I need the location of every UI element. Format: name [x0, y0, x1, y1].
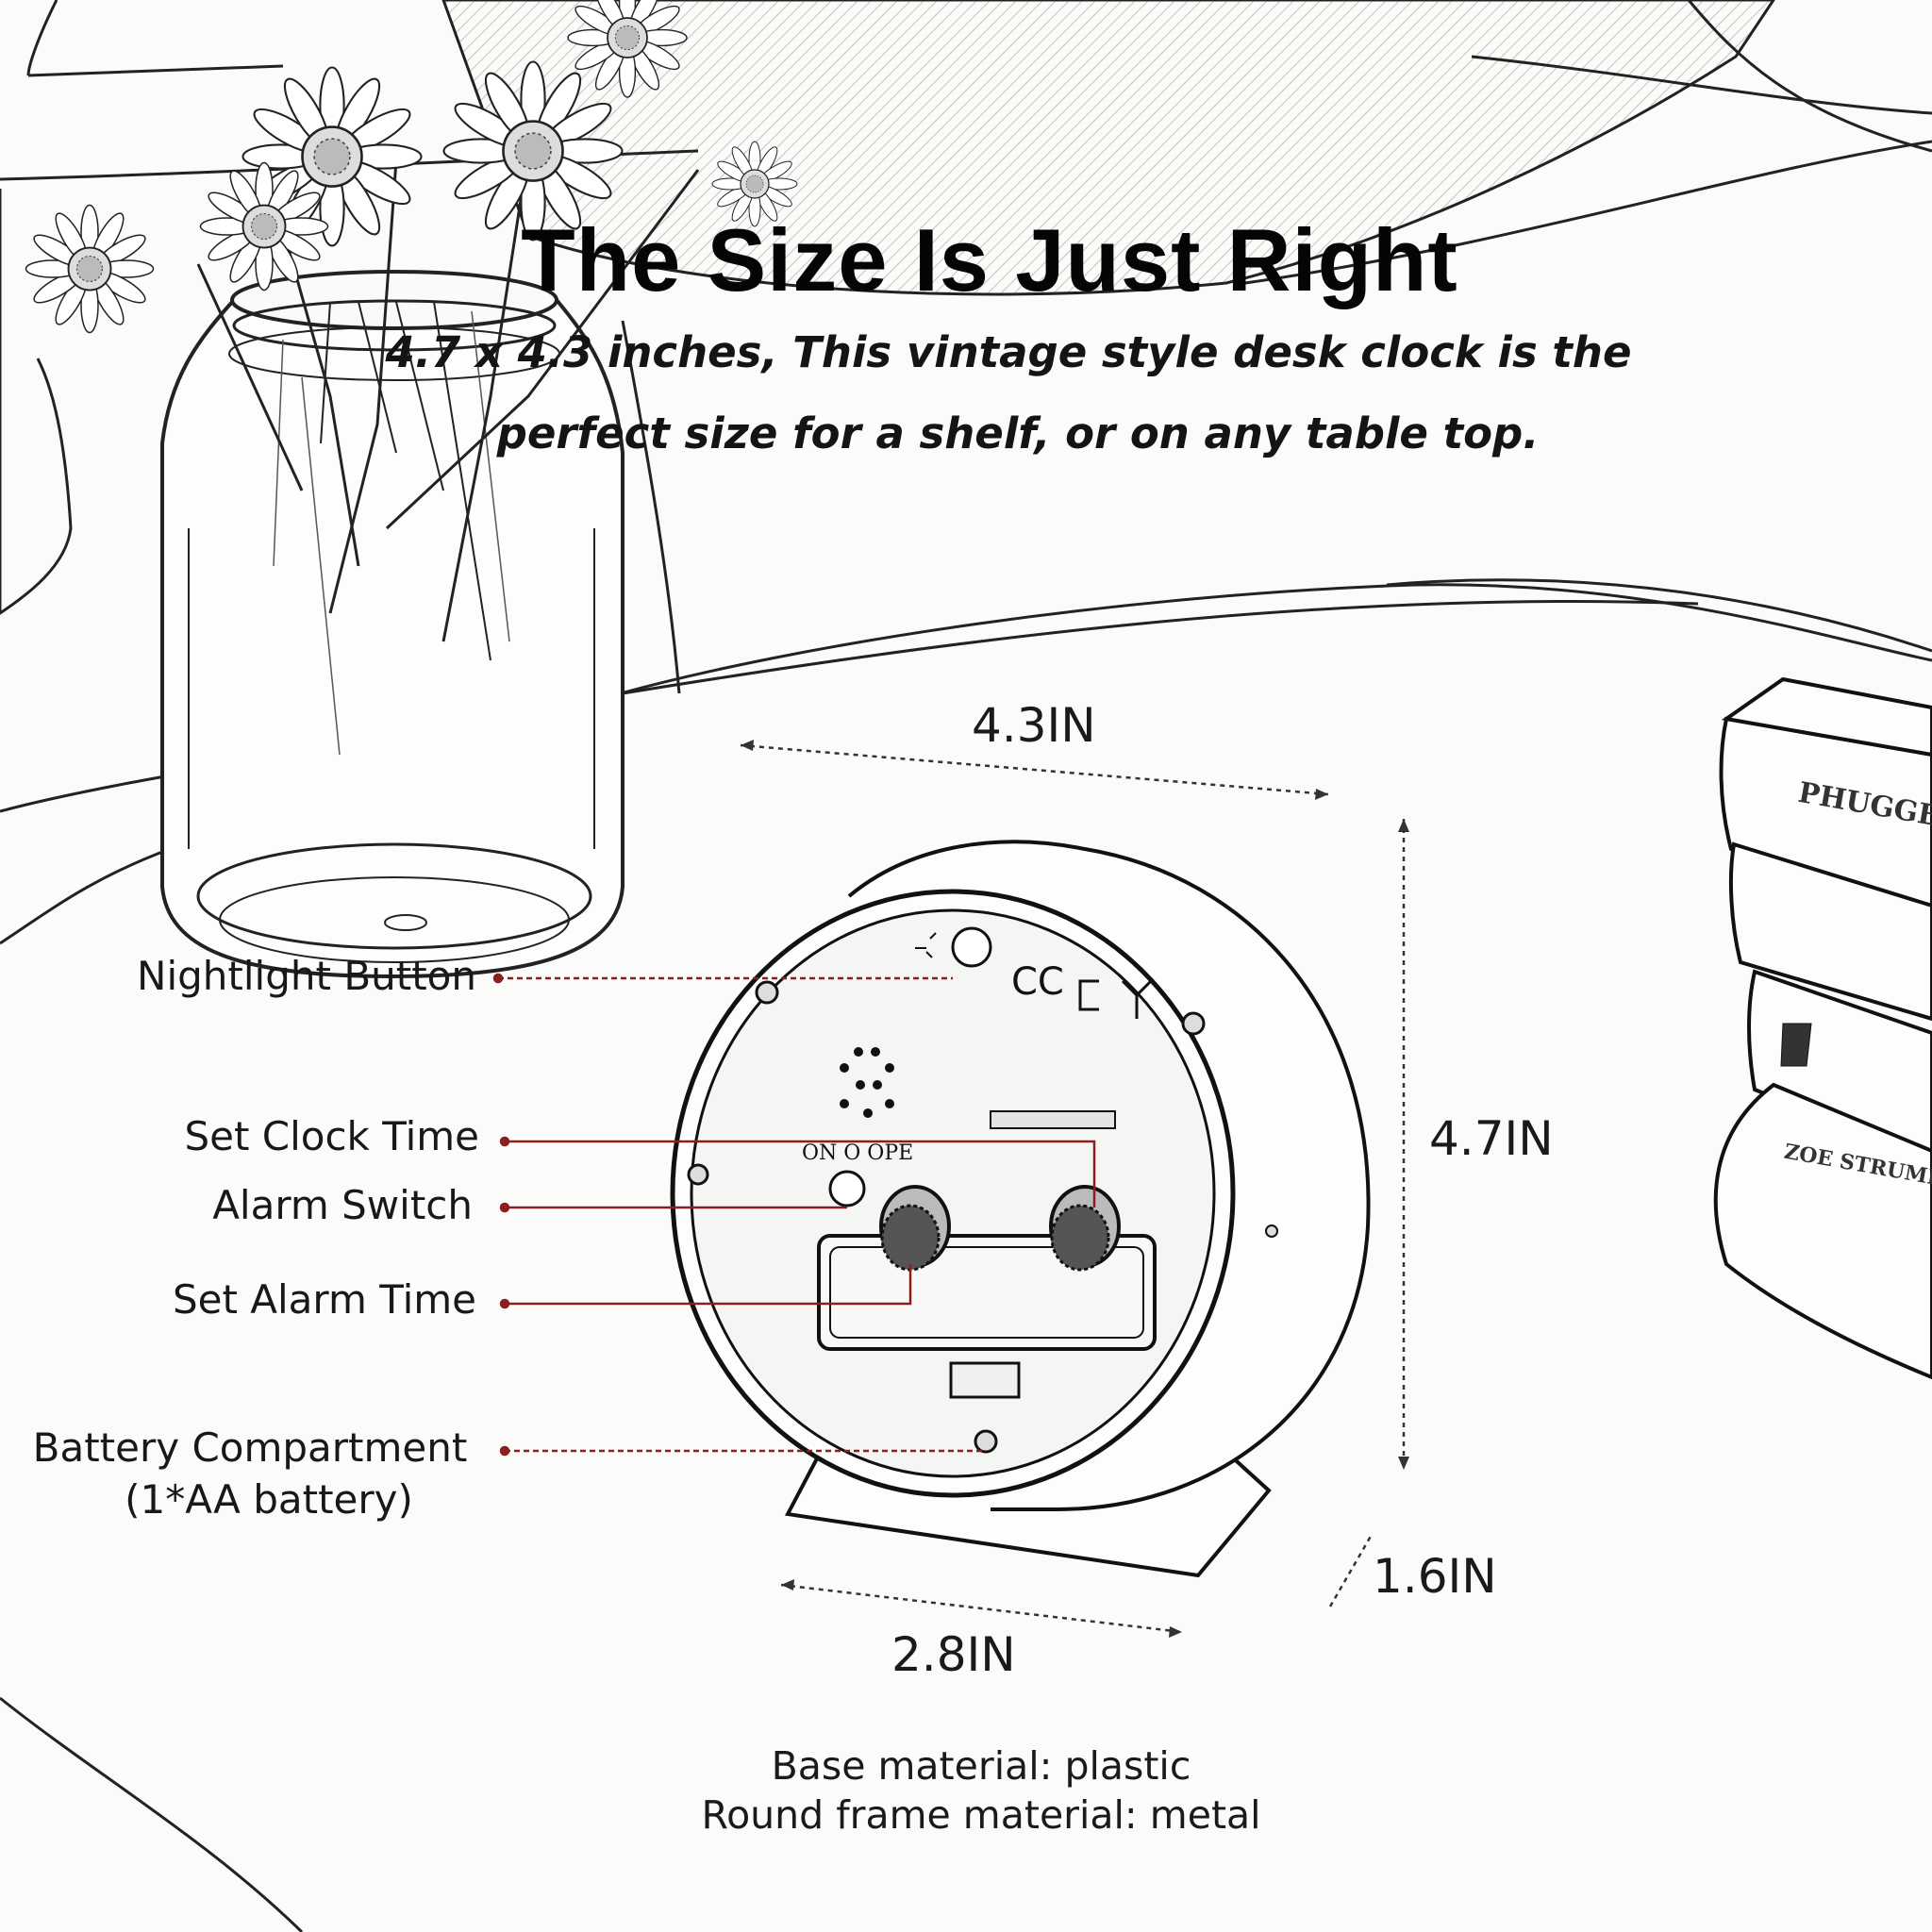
- glass-jar: [160, 270, 625, 979]
- callout-set-alarm-time: Set Alarm Time: [172, 1276, 476, 1323]
- flower-stems: [196, 150, 700, 642]
- callout-leader-lines: [492, 973, 1096, 1457]
- page-title: The Size Is Just Right: [521, 210, 1458, 309]
- callout-set-clock-time: Set Clock Time: [184, 1113, 479, 1159]
- subtitle-line-1: 4.7 x 4.3 inches, This vintage style des…: [385, 327, 1632, 377]
- base-material-note: Base material: plastic: [771, 1743, 1191, 1789]
- dimension-lines: [740, 743, 1406, 1634]
- callout-battery-type: (1*AA battery): [125, 1476, 413, 1523]
- alarm-switch-label: ON O OPE: [802, 1141, 914, 1165]
- callout-battery-compartment: Battery Compartment: [32, 1424, 468, 1471]
- callout-nightlight-button: Nightlight Button: [137, 953, 476, 999]
- dimension-depth-label: 1.6IN: [1373, 1549, 1497, 1604]
- callout-alarm-switch: Alarm Switch: [212, 1182, 473, 1228]
- dimension-base-label: 2.8IN: [891, 1627, 1016, 1682]
- set-clock-knob: [1049, 1185, 1121, 1272]
- dimension-width-label: 4.3IN: [972, 698, 1096, 753]
- certification-marks: CC: [1011, 960, 1064, 1004]
- subtitle-line-2: perfect size for a shelf, or on any tabl…: [496, 408, 1540, 458]
- desk-clock: [670, 840, 1371, 1578]
- dimension-height-label: 4.7IN: [1429, 1111, 1554, 1166]
- set-alarm-knob: [879, 1185, 951, 1272]
- book-stack: [1713, 676, 1932, 1380]
- frame-material-note: Round frame material: metal: [701, 1792, 1261, 1838]
